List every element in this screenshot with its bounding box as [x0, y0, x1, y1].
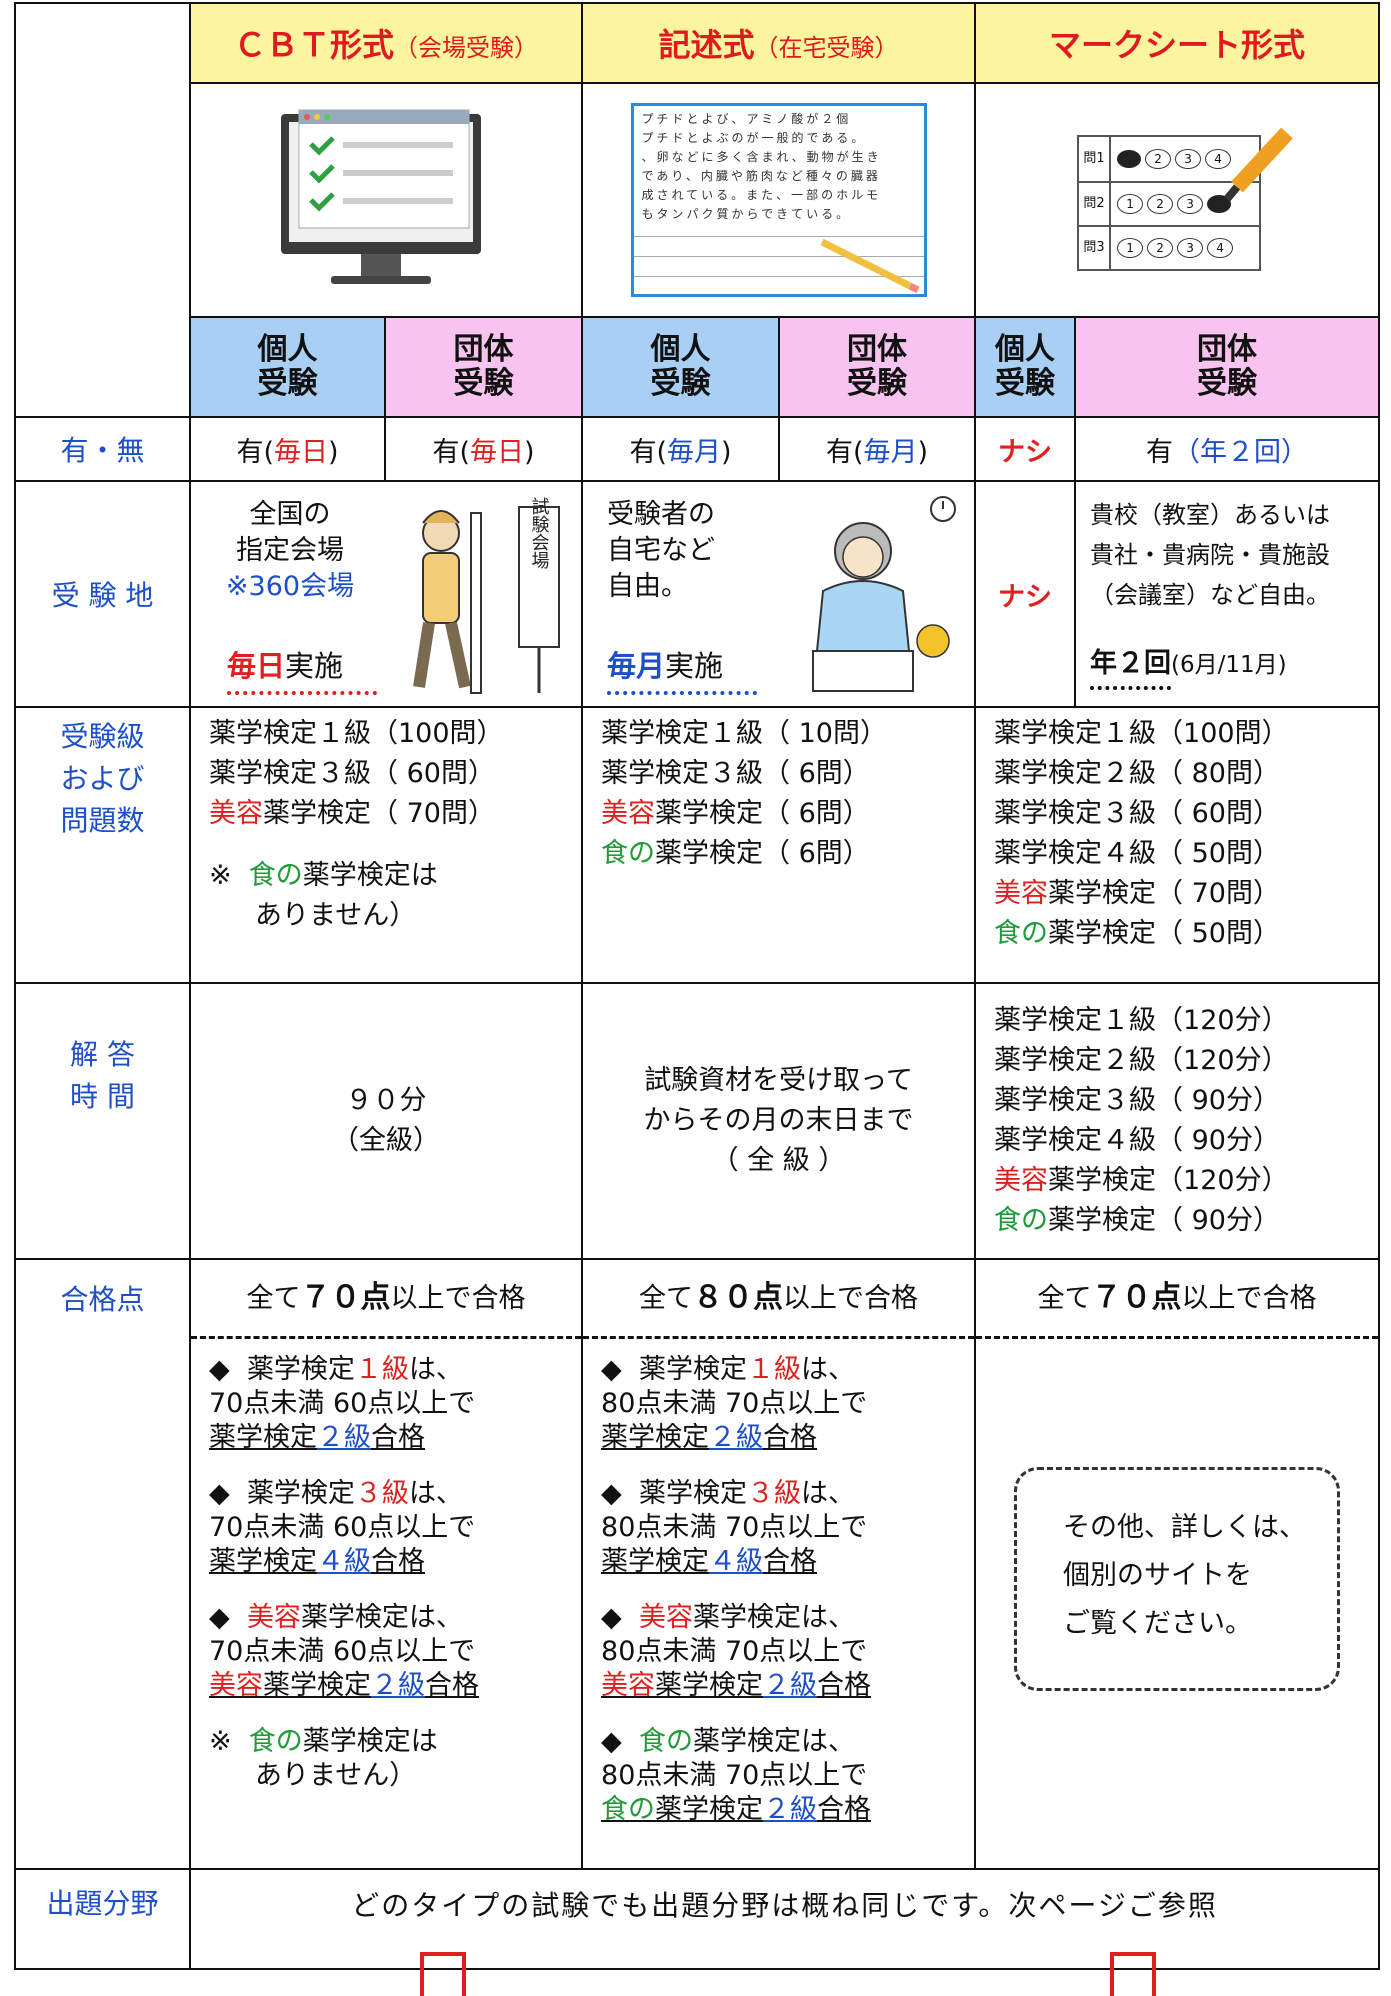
- exam-comparison-table: ＣＢＴ形式（会場受験） 記述式（在宅受験） マークシート形式: [14, 2, 1381, 1970]
- pencil-icon: [1223, 127, 1293, 202]
- mk-ind-location: ナシ: [974, 480, 1077, 708]
- wr-ind-availability: 有(毎月): [581, 416, 781, 482]
- mark-group: 団体受験: [1074, 316, 1381, 418]
- cbt-group: 団体受験: [383, 316, 584, 418]
- mk-ind-availability: ナシ: [974, 416, 1077, 482]
- header-written: 記述式（在宅受験）: [581, 2, 977, 84]
- cbt-location: 全国の 指定会場 ※360会場 毎日実施 試験会場: [188, 480, 584, 708]
- wr-time: 試験資材を受け取って からその月の末日まで （ 全 級 ）: [581, 982, 977, 1260]
- cbt-pass: 全て７０点以上で合格 ◆ 薬学検定１級は、70点未満 60点以上で薬学検定２級合…: [188, 1258, 584, 1870]
- cbt-grades: 薬学検定１級（100問） 薬学検定３級（ 60問） 美容薬学検定（ 70問） ※…: [188, 706, 584, 984]
- label-time: 解 答時 間: [14, 982, 191, 1260]
- mk-time: 薬学検定１級（120分） 薬学検定２級（120分） 薬学検定３級（ 90分） 薬…: [974, 982, 1381, 1260]
- mk-grp-location: 貴校（教室）あるいは 貴社・貴病院・貴施設 （会議室）など自由。 年２回(6月/…: [1074, 480, 1381, 708]
- info-callout: その他、詳しくは、 個別のサイトを ご覧ください。: [1014, 1467, 1341, 1691]
- label-pass: 合格点: [14, 1258, 191, 1870]
- mk-pass: 全て７０点以上で合格 その他、詳しくは、 個別のサイトを ご覧ください。: [974, 1258, 1381, 1870]
- header-cbt: ＣＢＴ形式（会場受験）: [188, 2, 584, 84]
- written-group: 団体受験: [778, 316, 977, 418]
- cbt-individual: 個人受験: [189, 316, 386, 418]
- cbt-time: ９０分 （全級）: [188, 982, 584, 1260]
- written-sheet-text: プチドとよび、アミノ酸が２個 プチドとよぶのが一般的である。 、卵などに多く含ま…: [641, 112, 882, 221]
- label-location: 受 験 地: [14, 480, 191, 708]
- mark-individual: 個人受験: [974, 316, 1077, 418]
- wr-grp-availability: 有(毎月): [778, 416, 977, 482]
- pencil-icon: [819, 238, 920, 294]
- sign-text: 試験会場: [529, 497, 550, 570]
- label-availability: 有・無: [14, 416, 191, 482]
- cbt-monitor-image: [188, 82, 584, 318]
- header-mark: マークシート形式: [974, 2, 1381, 84]
- written-sheet-image: プチドとよび、アミノ酸が２個 プチドとよぶのが一般的である。 、卵などに多く含ま…: [581, 82, 977, 318]
- field-text: どのタイプの試験でも出題分野は概ね同じです。次ページご参照: [188, 1868, 1381, 1970]
- person-studying-icon: [812, 496, 957, 692]
- label-grades: 受験級および問題数: [14, 706, 191, 984]
- corner-cell: [14, 2, 191, 418]
- mark-sheet-image: 問1 2 3 4 問2 1 2 3 問3 1: [974, 82, 1381, 318]
- arrow-down-icon: [420, 1952, 466, 1996]
- wr-grades: 薬学検定１級（ 10問） 薬学検定３級（ 6問） 美容薬学検定（ 6問） 食の薬…: [581, 706, 977, 984]
- person-walking-icon: 試験会場: [413, 497, 560, 694]
- wr-pass: 全て８０点以上で合格 ◆ 薬学検定１級は、80点未満 70点以上で薬学検定２級合…: [581, 1258, 977, 1870]
- mk-grp-availability: 有（年２回）: [1074, 416, 1381, 482]
- label-field: 出題分野: [14, 1868, 191, 1970]
- monitor-icon: [281, 109, 481, 284]
- mk-grades: 薬学検定１級（100問） 薬学検定２級（ 80問） 薬学検定３級（ 60問） 薬…: [974, 706, 1381, 984]
- written-individual: 個人受験: [581, 316, 781, 418]
- cbt-grp-availability: 有(毎日): [383, 416, 584, 482]
- wr-location: 受験者の 自宅など 自由。 毎月実施: [581, 480, 977, 708]
- arrow-down-icon: [1110, 1952, 1156, 1996]
- cbt-ind-availability: 有(毎日): [189, 416, 386, 482]
